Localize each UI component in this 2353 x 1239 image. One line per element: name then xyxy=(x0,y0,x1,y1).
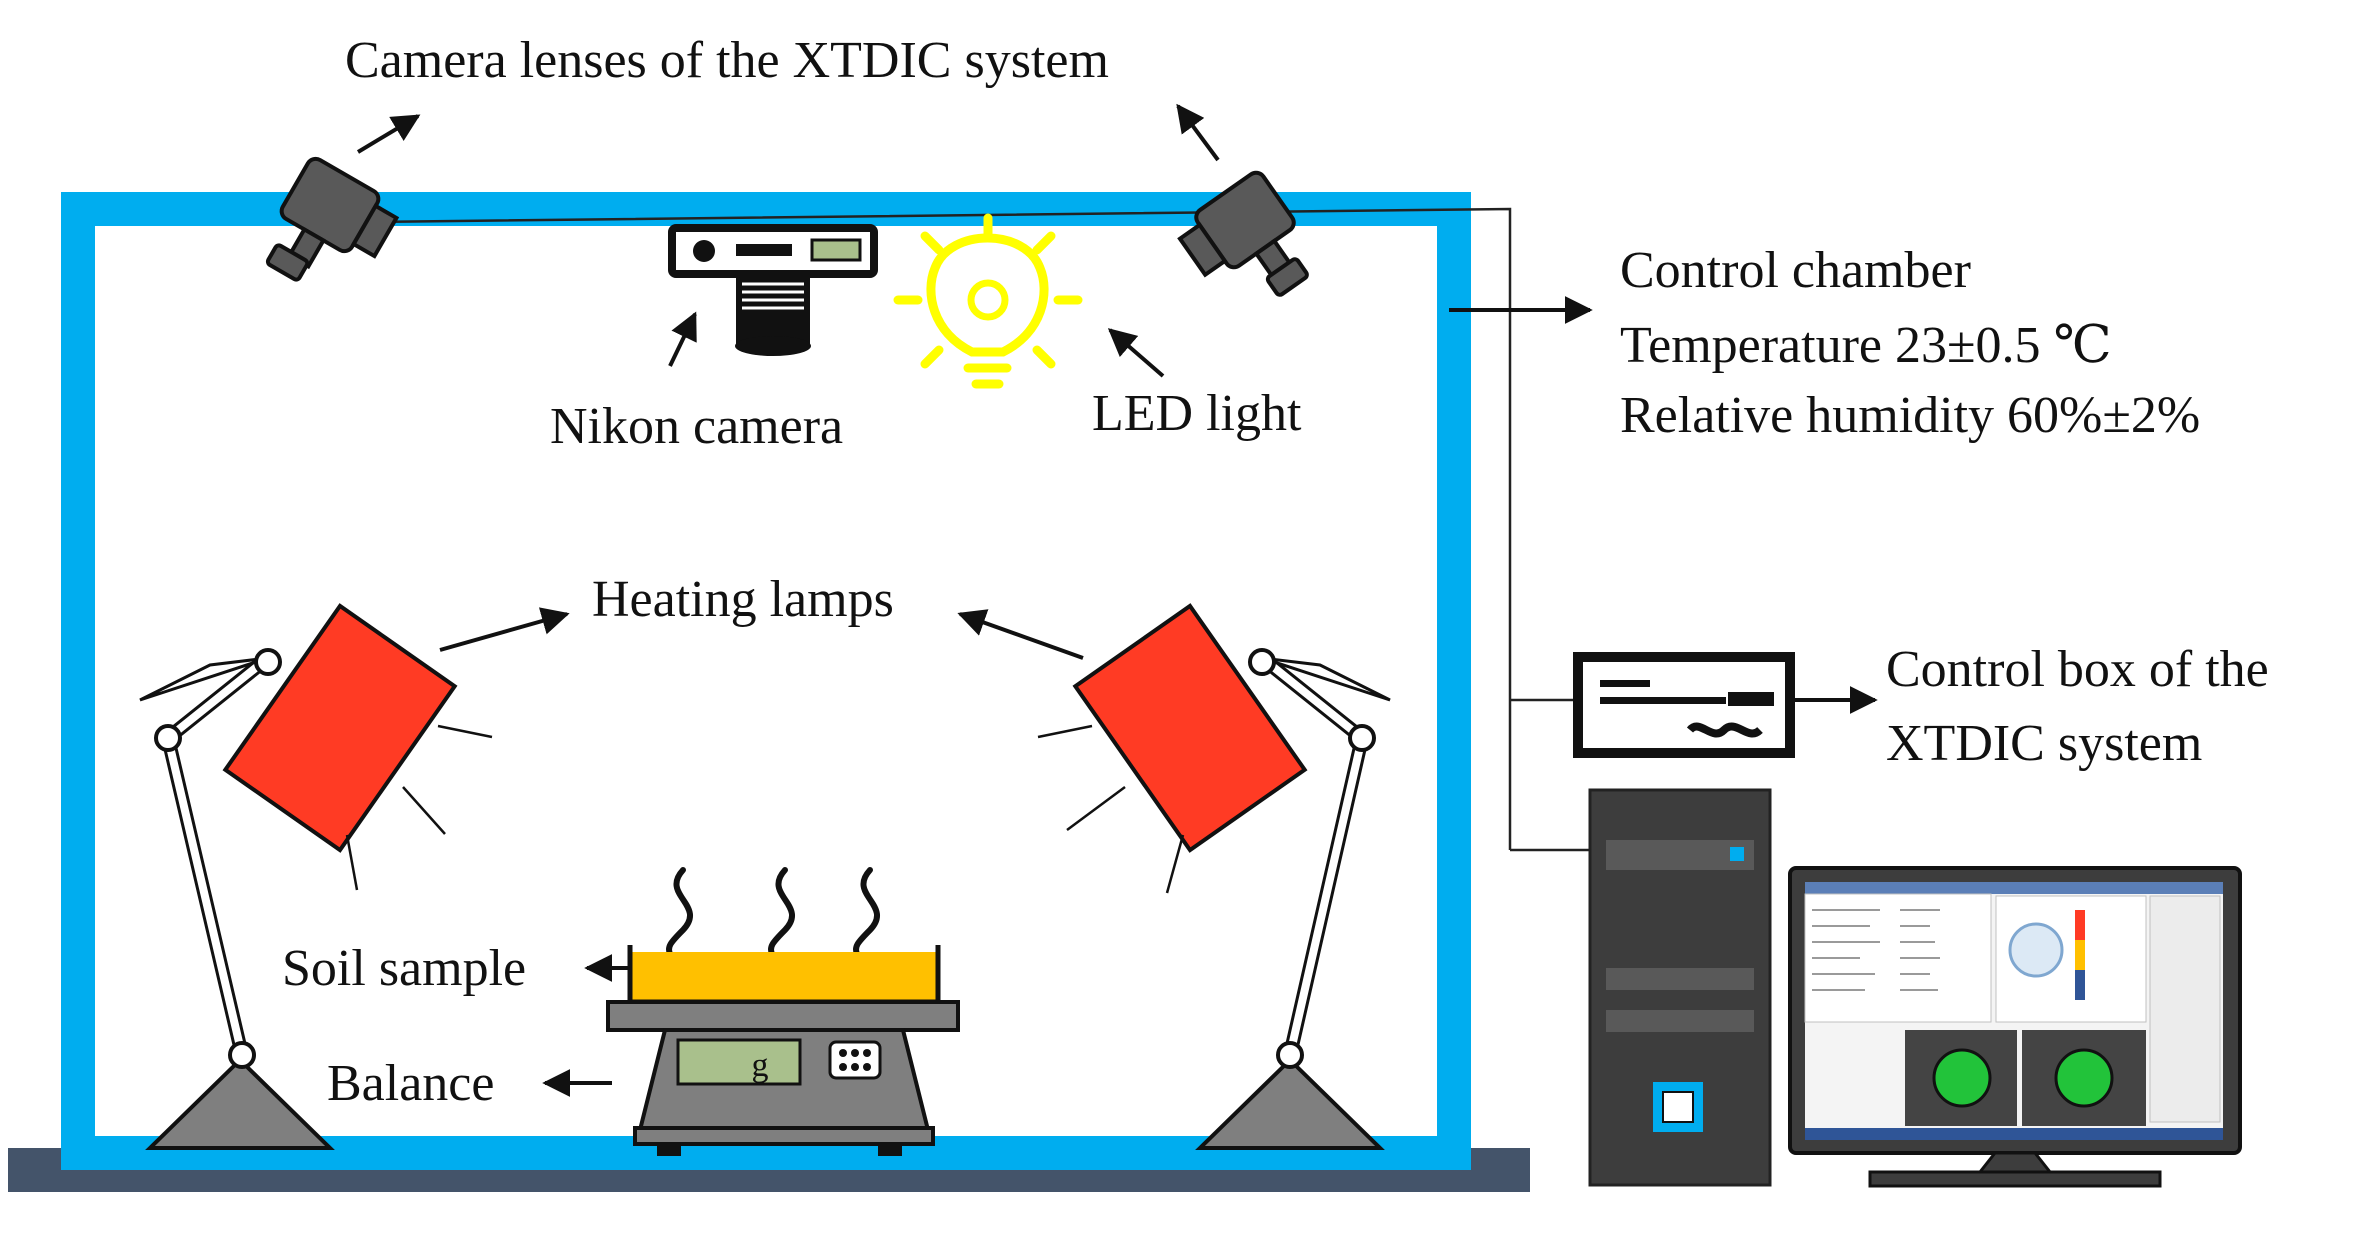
steam-icon xyxy=(665,867,880,957)
heating-lamps-label: Heating lamps xyxy=(592,571,894,628)
heating-lamp-right-icon xyxy=(1037,603,1391,1150)
xtdic-camera-right-icon xyxy=(1177,170,1309,297)
led-light-icon xyxy=(893,213,1083,389)
control-chamber-frame xyxy=(61,192,1471,1170)
control-box-icon xyxy=(1573,652,1795,758)
balance-label: Balance xyxy=(327,1055,494,1112)
monitor-icon xyxy=(1788,866,2242,1188)
nikon-camera-icon xyxy=(668,224,878,356)
signal-wires xyxy=(369,207,1600,852)
soil-sample-label: Soil sample xyxy=(282,940,526,997)
led-light-label: LED light xyxy=(1092,385,1302,442)
control-box-label-line2: XTDIC system xyxy=(1886,715,2202,772)
temperature-label: Temperature 23±0.5 ℃ xyxy=(1620,317,2112,374)
soil-sample xyxy=(627,945,941,1005)
heating-lamp-left-icon xyxy=(139,603,493,1150)
annotation-arrows xyxy=(356,103,1878,1097)
control-chamber-label: Control chamber xyxy=(1620,242,1971,299)
humidity-label: Relative humidity 60%±2% xyxy=(1620,387,2200,444)
balance-icon: g xyxy=(606,1000,960,1156)
control-box-label-line1: Control box of the xyxy=(1886,641,2269,698)
xtdic-camera-left-icon xyxy=(265,156,400,282)
camera-lenses-label: Camera lenses of the XTDIC system xyxy=(345,32,1109,89)
computer-tower-icon xyxy=(1588,788,1772,1187)
nikon-camera-label: Nikon camera xyxy=(550,398,843,455)
balance-unit-text: g xyxy=(752,1047,769,1084)
